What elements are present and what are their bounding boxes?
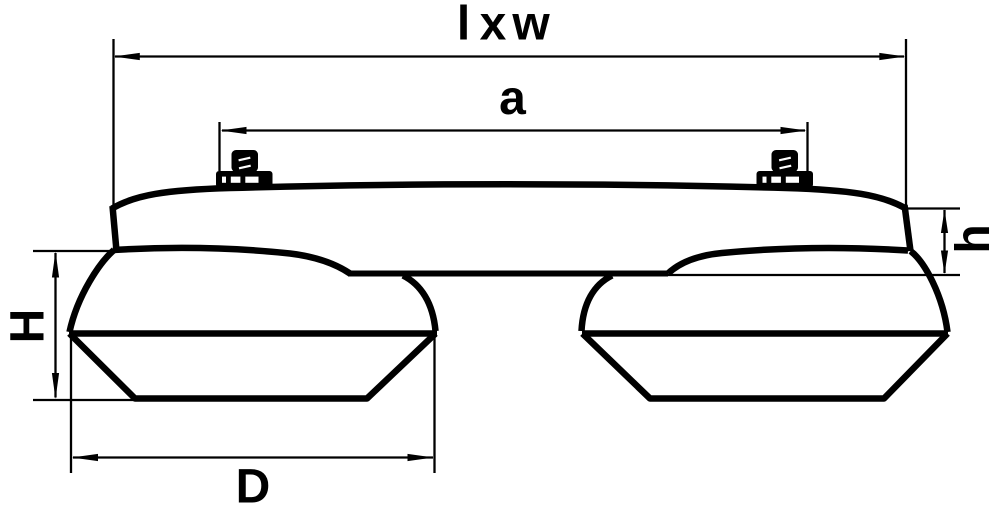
svg-text:a: a [499, 72, 526, 125]
svg-text:D: D [236, 461, 271, 513]
svg-text:w: w [511, 0, 550, 51]
svg-text:l: l [457, 0, 470, 51]
svg-text:x: x [480, 0, 507, 51]
svg-text:H: H [2, 309, 55, 344]
svg-text:h: h [947, 224, 1000, 253]
